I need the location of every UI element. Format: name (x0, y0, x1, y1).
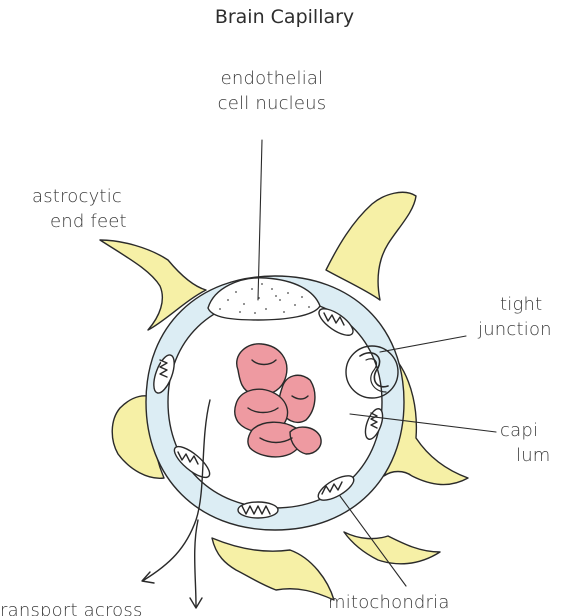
label-endothelial-line2: cell nucleus (192, 91, 352, 116)
label-tight-junction: tight junction (478, 292, 552, 342)
astrocyte-foot-bottom (212, 538, 334, 600)
label-capillary-lumen: capi lum (500, 418, 551, 468)
label-tight-line2: junction (478, 317, 552, 342)
label-mitochondria: mitochondria (328, 590, 450, 615)
red-blood-cells (235, 344, 321, 457)
mitochondrion-bottom-mid (238, 502, 278, 518)
label-capillary-line2: lum (500, 443, 551, 468)
label-endothelial-line1: endothelial (192, 66, 352, 91)
label-astrocytic-end-feet: astrocytic end feet (32, 184, 127, 234)
label-tight-line1: tight (478, 292, 552, 317)
label-astrocytic-line1: astrocytic (32, 184, 127, 209)
label-endothelial-nucleus: endothelial cell nucleus (192, 66, 352, 116)
astrocyte-foot-bottom-right (344, 532, 440, 564)
rbc-1 (237, 344, 287, 395)
label-capillary-line1: capi (500, 418, 551, 443)
label-astrocytic-line2: end feet (32, 209, 127, 234)
astrocyte-foot-top-right (326, 192, 416, 300)
label-transport-across: ransport across (0, 598, 143, 616)
